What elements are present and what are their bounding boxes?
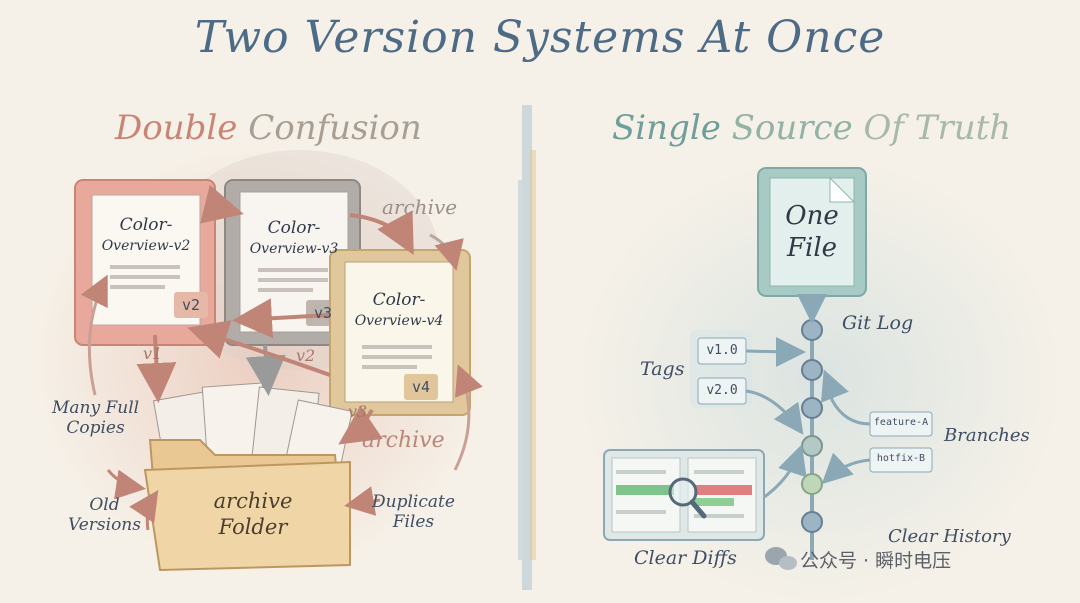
badge-v4: v4 (411, 378, 431, 396)
label-old-versions-line2: Versions (68, 515, 141, 535)
right-heading-word-3: Of Truth (863, 108, 1012, 148)
label-archive-bottom: archive (362, 428, 445, 453)
doc-title-v4: Color- Overview-v4 (347, 290, 451, 332)
tag-v1: v1.0 (706, 343, 738, 358)
doc-title-v2-line2: Overview-v2 (101, 238, 191, 254)
wechat-icon (765, 547, 797, 570)
one-file-label-line2: File (786, 233, 838, 263)
doc-card-v4 (329, 249, 471, 416)
label-many-full-copies-line2: Copies (66, 418, 125, 438)
tags-label: Tags (640, 358, 685, 380)
label-old-versions-line1: Old (89, 495, 120, 515)
label-duplicate-files: Duplicate Files (372, 492, 455, 532)
badge-v2: v2 (181, 296, 201, 314)
page-title: Two Version Systems At Once (194, 12, 886, 63)
right-heading-word-1: Single (612, 108, 721, 148)
folder-label-line2: Folder (218, 515, 288, 539)
doc-title-v4-line2: Overview-v4 (354, 313, 444, 329)
one-file-card (757, 167, 867, 297)
right-heading: Single Source Of Truth (612, 108, 1011, 148)
doc-title-v3: Color- Overview-v3 (242, 218, 346, 260)
clear-diffs-label: Clear Diffs (634, 547, 737, 569)
archive-folder (143, 439, 351, 572)
git-log-label: Git Log (842, 312, 914, 334)
label-duplicate-files-line2: Files (392, 512, 435, 532)
badge-v3: v3 (313, 304, 333, 322)
label-archive-top: archive (382, 195, 458, 219)
magnifier-icon (668, 477, 707, 519)
folder-label-line1: archive (213, 489, 293, 513)
doc-title-v3-line1: Color- (267, 218, 321, 238)
right-arrows (745, 294, 871, 502)
one-file-label-line1: One (785, 201, 839, 231)
branch-feature: feature-A (873, 417, 929, 428)
left-heading-word-2: Confusion (248, 108, 422, 148)
label-v3-arrow: v3 (348, 402, 368, 421)
left-heading: Double Confusion (115, 108, 422, 148)
right-heading-word-2: Source (731, 108, 853, 148)
label-many-full-copies: Many Full Copies (52, 398, 139, 438)
branch-hotfix: hotfix-B (876, 453, 926, 464)
one-file-label: One File (770, 200, 854, 264)
label-duplicate-files-line1: Duplicate (372, 492, 455, 512)
center-divider (522, 105, 532, 590)
left-arrows (80, 184, 483, 531)
doc-title-v3-line2: Overview-v3 (249, 241, 339, 257)
tag-v2: v2.0 (706, 383, 738, 398)
folder-label: archive Folder (178, 488, 328, 540)
clear-history-label: Clear History (888, 526, 1011, 547)
watermark: 公众号 · 瞬时电压 (800, 550, 952, 572)
label-many-full-copies-line1: Many Full (52, 398, 140, 418)
doc-title-v4-line1: Color- (372, 290, 426, 310)
label-v1: v1 (143, 344, 163, 363)
doc-title-v2: Color- Overview-v2 (96, 215, 196, 257)
doc-card-v2 (74, 179, 216, 346)
left-heading-word-1: Double (115, 108, 238, 148)
label-old-versions: Old Versions (68, 495, 141, 535)
branches-label: Branches (944, 425, 1030, 446)
doc-title-v2-line1: Color- (119, 215, 173, 235)
label-v2-arrow: v2 (296, 346, 316, 365)
